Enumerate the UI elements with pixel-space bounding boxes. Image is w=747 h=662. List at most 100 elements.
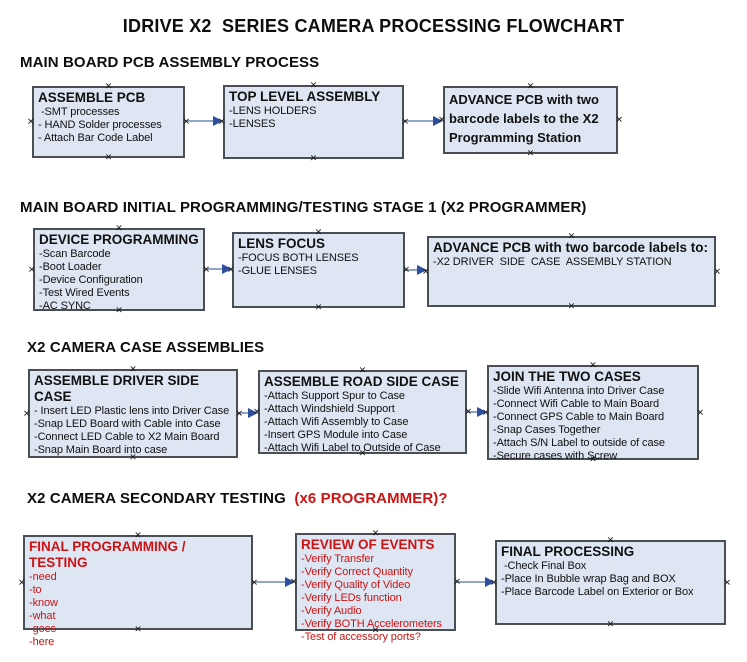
connection-point-icon: ✕ xyxy=(358,365,367,375)
box-item: -Test Wired Events xyxy=(39,287,130,299)
connection-point-icon: ✕ xyxy=(526,81,535,91)
box-title: FINAL PROGRAMMING / TESTING xyxy=(29,539,190,570)
connection-point-icon: ✕ xyxy=(402,264,410,275)
connection-point-icon: ✕ xyxy=(713,266,721,276)
box-item: -SMT processes xyxy=(38,106,120,118)
box-item: -Verify Transfer xyxy=(301,553,374,565)
connection-point-icon: ✕ xyxy=(202,264,210,274)
box-item: -Insert GPS Module into Case xyxy=(264,429,408,441)
flow-box-top-level-assembly: TOP LEVEL ASSEMBLY -LENS HOLDERS -LENSES… xyxy=(218,81,409,163)
connection-point-icon: ✕ xyxy=(422,266,430,276)
connection-point-icon: ✕ xyxy=(723,577,731,587)
box-item: -know xyxy=(29,597,58,609)
box-item: -Scan Barcode xyxy=(39,248,111,260)
connection-point-icon: ✕ xyxy=(104,152,113,162)
section-heading-red-text: (x6 PROGRAMMER)? xyxy=(294,490,448,507)
connection-point-icon: ✕ xyxy=(615,114,623,125)
section-heading-initial-programming: MAIN BOARD INITIAL PROGRAMMING/TESTING S… xyxy=(20,199,587,216)
box-item: -Verify Correct Quantity xyxy=(301,566,413,578)
box-item: -Verify Quality of Video xyxy=(301,579,411,591)
flow-arrow xyxy=(185,115,223,127)
connection-point-icon: ✕ xyxy=(18,577,26,587)
connection-point-icon: ✕ xyxy=(309,153,318,163)
connection-point-icon: ✕ xyxy=(23,408,31,418)
connection-point-icon: ✕ xyxy=(27,116,35,127)
connection-point-icon: ✕ xyxy=(453,576,461,587)
flow-box-review-of-events: REVIEW OF EVENTS -Verify Transfer -Verif… xyxy=(290,529,461,644)
connection-point-icon: ✕ xyxy=(371,625,380,635)
connection-point-icon: ✕ xyxy=(218,116,226,127)
box-title: ASSEMBLE DRIVER SIDE CASE xyxy=(34,373,203,404)
connection-point-icon: ✕ xyxy=(606,619,615,629)
flow-box-final-processing: FINAL PROCESSING -Check Final Box -Place… xyxy=(490,536,731,629)
box-title: REVIEW OF EVENTS xyxy=(301,537,435,552)
arrow-head-icon xyxy=(213,116,223,126)
arrow-line xyxy=(405,269,420,271)
arrow-line xyxy=(467,411,480,413)
box-item: -Snap LED Board with Cable into Case xyxy=(34,418,221,430)
box-item: -LENS HOLDERS xyxy=(229,105,317,117)
box-item: -Attach Wifi Label to Outside of Case xyxy=(264,442,441,454)
box-title: DEVICE PROGRAMMING xyxy=(39,232,199,247)
box-item: -Verify LEDs function xyxy=(301,592,402,604)
section-heading-secondary-testing: X2 CAMERA SECONDARY TESTING (x6 PROGRAMM… xyxy=(27,490,448,507)
flow-arrow xyxy=(456,576,495,588)
flow-arrow xyxy=(253,576,295,588)
connection-point-icon: ✕ xyxy=(290,576,298,587)
connection-point-icon: ✕ xyxy=(567,301,576,311)
box-item: -goes xyxy=(29,623,57,635)
flow-box-advance-pcb-programming: ADVANCE PCB with two barcode labels to t… xyxy=(438,82,623,158)
box-item: -Device Configuration xyxy=(39,274,143,286)
connection-point-icon: ✕ xyxy=(134,624,142,634)
flow-box-device-programming: DEVICE PROGRAMMING -Scan Barcode -Boot L… xyxy=(28,224,210,315)
arrow-line xyxy=(404,120,436,122)
connection-point-icon: ✕ xyxy=(490,577,498,587)
box-item: - Insert LED Plastic lens into Driver Ca… xyxy=(34,405,230,417)
arrow-head-icon xyxy=(485,577,495,587)
box-item: - Attach Bar Code Label xyxy=(38,132,153,144)
section-heading-text: X2 CAMERA SECONDARY TESTING xyxy=(27,490,295,507)
connection-point-icon: ✕ xyxy=(606,535,615,545)
box-item: -AC SYNC xyxy=(39,300,91,312)
box-item: -what xyxy=(29,610,56,622)
flow-box-assemble-pcb: ASSEMBLE PCB -SMT processes - HAND Solde… xyxy=(27,82,190,162)
arrow-line xyxy=(253,581,288,583)
connection-point-icon: ✕ xyxy=(464,406,472,417)
box-item: -Attach Wifi Assembly to Case xyxy=(264,416,409,428)
connection-point-icon: ✕ xyxy=(129,364,137,374)
flow-box-assemble-road-side-case: ASSEMBLE ROAD SIDE CASE -Attach Support … xyxy=(253,366,472,458)
box-title: JOIN THE TWO CASES xyxy=(493,369,641,384)
flow-arrow xyxy=(405,264,427,276)
box-item: -Snap Cases Together xyxy=(493,424,601,436)
flow-box-assemble-driver-side-case: ASSEMBLE DRIVER SIDE CASE - Insert LED P… xyxy=(23,365,243,462)
flow-arrow xyxy=(467,406,487,418)
connection-point-icon: ✕ xyxy=(235,408,243,418)
connection-point-icon: ✕ xyxy=(227,264,235,275)
flow-box-lens-focus: LENS FOCUS -FOCUS BOTH LENSES -GLUE LENS… xyxy=(227,228,410,312)
connection-point-icon: ✕ xyxy=(250,577,258,587)
box-title: ASSEMBLE PCB xyxy=(38,90,146,105)
arrow-head-icon xyxy=(248,408,258,418)
box-title: LENS FOCUS xyxy=(238,236,326,251)
connection-point-icon: ✕ xyxy=(314,227,323,237)
connection-point-icon: ✕ xyxy=(589,360,597,370)
box-item: -here xyxy=(29,636,55,648)
connection-point-icon: ✕ xyxy=(526,148,535,158)
connection-point-icon: ✕ xyxy=(371,528,380,538)
connection-point-icon: ✕ xyxy=(358,448,367,458)
box-title: ASSEMBLE ROAD SIDE CASE xyxy=(264,374,460,389)
box-item: -Slide Wifi Antenna into Driver Case xyxy=(493,385,665,397)
box-item: -to xyxy=(29,584,42,596)
box-item: -GLUE LENSES xyxy=(238,265,317,277)
arrow-line xyxy=(456,581,488,583)
box-item: -Connect GPS Cable to Main Board xyxy=(493,411,665,423)
arrow-head-icon xyxy=(477,407,487,417)
connection-point-icon: ✕ xyxy=(309,80,318,90)
arrow-head-icon xyxy=(285,577,295,587)
box-title: FINAL PROCESSING xyxy=(501,544,635,559)
box-title: ADVANCE PCB with two barcode labels to: xyxy=(433,240,709,255)
box-item: -X2 DRIVER SIDE CASE ASSEMBLY STATION xyxy=(433,256,672,268)
arrow-head-icon xyxy=(433,116,443,126)
box-item: -Verify BOTH Accelerometers xyxy=(301,618,442,630)
